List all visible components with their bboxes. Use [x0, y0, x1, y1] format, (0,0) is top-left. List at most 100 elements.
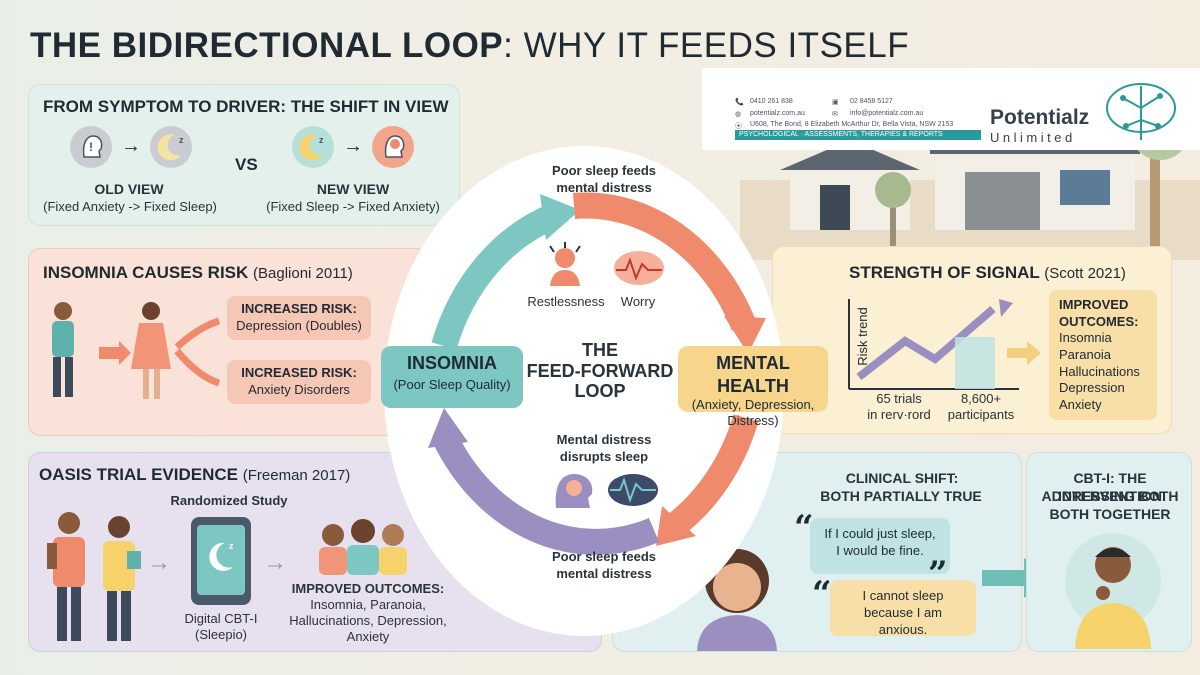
contact-web: potentialz.com.au [750, 110, 805, 117]
signal-outcomes-head1: IMPROVED [1059, 297, 1129, 312]
email-icon: ✉ [832, 111, 838, 118]
symptom-panel: FROM SYMPTOM TO DRIVER: THE SHIFT IN VIE… [28, 84, 460, 226]
contact-phone: 0410 261 838 [750, 98, 793, 105]
trials-line1: 65 trials [876, 391, 922, 406]
brand-tagline: Unlimited [990, 130, 1076, 145]
oasis-outcomes-line2: Hallucinations, Depression, [289, 613, 447, 628]
loop-bottom-line2: mental distress [556, 566, 652, 581]
brain-tree-logo-icon [1106, 83, 1176, 140]
new-view-label: NEW VIEW [316, 181, 390, 197]
mental-health-sub1: (Anxiety, Depression, [691, 397, 815, 412]
signal-outcome-item: Depression [1059, 380, 1125, 396]
loop-top-line2: mental distress [556, 180, 652, 195]
phone-icon: 📞 [735, 99, 744, 106]
thinking-man-illustration [1065, 533, 1161, 649]
signal-outcome-item: Anxiety [1059, 396, 1102, 412]
mental-health-title: MENTAL HEALTH [716, 353, 790, 396]
quote2-line1: I cannot sleep [862, 588, 944, 603]
mental-health-node: MENTAL HEALTH (Anxiety, Depression, Dist… [678, 346, 828, 428]
signal-outcome-item: Hallucinations [1059, 363, 1140, 379]
quote-open-icon: “ [794, 508, 814, 548]
device-line2: (Sleepio) [194, 627, 248, 642]
oasis-title: OASIS TRIAL EVIDENCE (Freeman 2017) [39, 465, 350, 485]
oasis-title-text: OASIS TRIAL EVIDENCE [39, 465, 238, 484]
signal-cite: (Scott 2021) [1044, 265, 1126, 282]
loop-center-title: THE FEED-FORWARD LOOP [520, 340, 680, 402]
risk-depression-box: INCREASED RISK: Depression (Doubles) [227, 296, 371, 340]
loop-center-line3: LOOP [574, 381, 626, 402]
loop-mid-line2: disrupts sleep [559, 449, 649, 464]
oasis-arrow-2: → [263, 549, 287, 576]
new-view-desc: (Fixed Sleep -> Fixed Anxiety) [266, 199, 440, 214]
anxious-head-icon: ! [70, 126, 112, 168]
loop-center-line1: THE [582, 340, 618, 360]
sleep-moon-new-icon: z [292, 126, 334, 168]
signal-outcome-item: Insomnia [1059, 330, 1112, 346]
oasis-study-label: Randomized Study [170, 493, 288, 508]
worry-brain-icon [614, 251, 664, 285]
risk-cite: (Baglioni 2011) [253, 265, 353, 282]
risk-anxiety-box: INCREASED RISK: Anxiety Disorders [227, 360, 371, 404]
old-view-label: OLD VIEW [94, 181, 164, 197]
title-strong: THE BIDIRECTIONAL LOOP [30, 26, 504, 65]
brand-name: Potentialz [990, 106, 1090, 129]
loop-top-line1: Poor sleep feeds [551, 163, 657, 178]
quote-open-icon-2: “ [812, 574, 832, 614]
quote2-line2: because I am anxious. [863, 604, 943, 637]
old-view-desc: (Fixed Anxiety -> Fixed Sleep) [43, 199, 217, 214]
oasis-cite: (Freeman 2017) [242, 467, 351, 484]
trials-line2: in rerv·rord [867, 407, 931, 422]
cbti-title-line2: ADDRESSING BOTH [1041, 488, 1179, 504]
distress-head-icon [555, 474, 593, 508]
mental-health-sub2: Distress) [727, 413, 779, 429]
loop-mid-line1: Mental distress [556, 432, 652, 447]
location-icon: ⦿ [735, 123, 742, 130]
cbti-panel [1026, 452, 1192, 652]
signal-outcome-item: Paranoia [1059, 346, 1112, 362]
insomnia-node: INSOMNIA (Poor Sleep Quality) [381, 346, 523, 408]
risk-depression-head: INCREASED RISK: [241, 301, 357, 316]
participants-line1: 8,600+ [960, 391, 1002, 406]
risk-title-text: INSOMNIA CAUSES RISK [43, 263, 249, 282]
contact-address: U608, The Bond, 8 Elizabeth McArthur Dr,… [750, 121, 954, 128]
risk-panel: INSOMNIA CAUSES RISK (Baglioni 2011) INC… [28, 248, 428, 436]
contact-email: info@potentialz.com.au [850, 110, 924, 117]
cbti-title-line1: CBT-I: THE INTERVENTION [1058, 470, 1162, 504]
phone-app-icon[interactable]: z [189, 515, 253, 607]
insomnia-sub: (Poor Sleep Quality) [393, 376, 511, 392]
participants-line2: participants [947, 407, 1015, 422]
quote-bubble-2: I cannot sleep because I am anxious. [830, 580, 976, 637]
students-illustration [47, 512, 141, 641]
group-people-icon [319, 519, 407, 575]
risk-anxiety-text: Anxiety Disorders [248, 381, 350, 397]
web-icon: ◍ [735, 111, 742, 118]
signal-title-text: STRENGTH OF SIGNAL [849, 263, 1040, 282]
sleep-moon-icon: z [150, 126, 192, 168]
svg-text:z: z [179, 135, 184, 145]
fax-icon: ▣ [832, 99, 839, 106]
worry-label: Worry [620, 294, 656, 309]
risk-trend-ylabel: Risk trend [854, 307, 870, 366]
loop-arrows [428, 192, 766, 555]
cbti-title-line3: BOTH TOGETHER [1049, 506, 1171, 522]
contact-card: 📞 0410 261 838 ▣ 02 8458 5127 ◍ potentia… [702, 68, 1200, 150]
brain-icon [372, 126, 414, 168]
new-view-arrow: → [343, 135, 363, 157]
quote1-line1: If I could just sleep, [824, 526, 936, 541]
risk-title: INSOMNIA CAUSES RISK (Baglioni 2011) [43, 263, 353, 283]
risk-depression-text: Depression (Doubles) [236, 317, 362, 333]
signal-title: STRENGTH OF SIGNAL (Scott 2021) [849, 263, 1126, 283]
signal-outcomes-box: IMPROVED OUTCOMES: Insomnia Paranoia Hal… [1049, 290, 1157, 420]
symptom-title: FROM SYMPTOM TO DRIVER: THE SHIFT IN VIE… [43, 97, 449, 116]
shift-title-line2: BOTH PARTIALLY TRUE [820, 488, 982, 504]
page-title: THE BIDIRECTIONAL LOOP: WHY IT FEEDS ITS… [30, 26, 909, 66]
insomnia-title: INSOMNIA [407, 353, 497, 373]
signal-outcomes-head2: OUTCOMES: [1059, 313, 1139, 329]
risk-trend-chart [848, 299, 1019, 390]
quote-bubble-1: If I could just sleep, I would be fine. [810, 518, 950, 574]
svg-text:z: z [229, 541, 234, 551]
old-view-arrow: → [121, 135, 141, 157]
quote1-line2: I would be fine. [836, 542, 924, 558]
oasis-arrow-1: → [147, 549, 171, 576]
loop-center-line2: FEED-FORWARD [526, 360, 674, 381]
